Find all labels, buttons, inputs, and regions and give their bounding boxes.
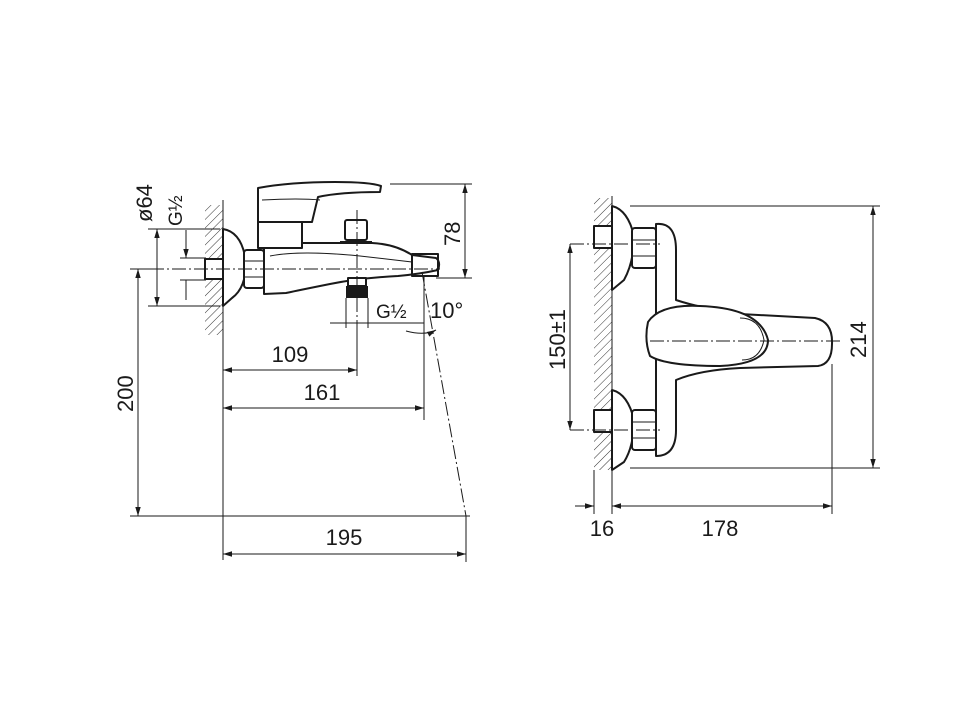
dim-l109-label: 109 [272,342,309,367]
dim-w16-label: 16 [590,516,614,541]
dim-l161-label: 161 [304,380,341,405]
front-flange-top [611,205,635,291]
side-aerator [411,253,439,277]
dim-d64-label: ø64 [132,184,157,222]
side-diverter-knob [344,219,368,241]
front-inlet-bot-nut [593,409,613,433]
front-view: 150±1 214 16 178 [545,196,880,541]
side-lever-edge [261,198,321,201]
dim-h200-label: 200 [113,375,138,412]
dim-w178-label: 178 [702,516,739,541]
front-inlet-top-nut [593,225,613,249]
front-lever-knuckle [739,317,765,361]
side-lever [257,181,382,223]
dim-gout-label: G½ [376,302,407,323]
dim-h214-label: 214 [846,321,871,358]
front-wall-hatch [594,198,612,470]
dim-h78-label: 78 [440,222,465,246]
side-bottom-outlet [346,286,368,298]
dim-l195-label: 195 [326,525,363,550]
side-body-inner [269,252,413,263]
side-spray-line [421,271,467,517]
dim-angle-arc [405,329,437,337]
dim-gwall-label: G½ [166,195,187,226]
side-view: ø64 G½ 78 G½ 10° 109 161 200 [113,181,472,562]
front-union-top [631,227,657,269]
side-cartridge [257,221,303,249]
dim-angle-label: 10° [430,298,463,323]
side-flange [222,228,247,307]
dim-c150-label: 150±1 [545,309,570,370]
front-lever-oval [645,304,769,367]
